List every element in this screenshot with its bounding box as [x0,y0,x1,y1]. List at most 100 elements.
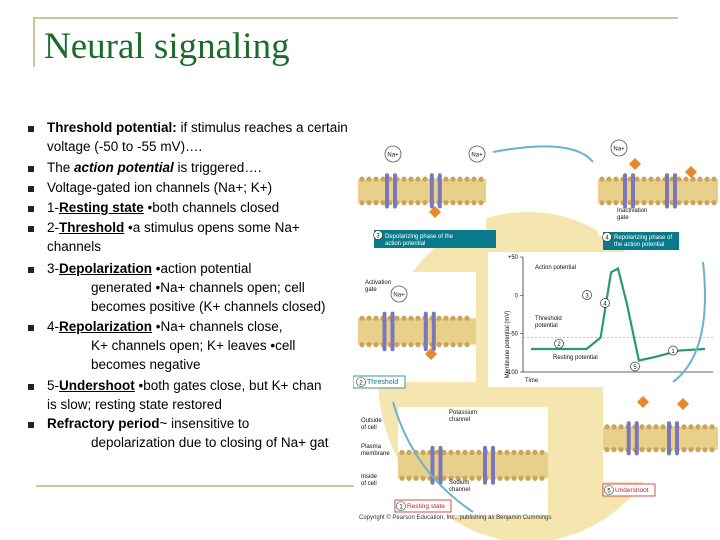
y-axis-label: Membrane potential (mV) [505,311,511,379]
text-run: 2- [47,220,60,235]
resting-tag: Resting state [407,503,445,510]
channel [431,311,436,352]
lipid-head [401,315,407,321]
bullet-marker [28,186,34,192]
lipid-head [366,176,372,182]
lipid-head [457,342,463,348]
panel-resting [398,407,548,515]
lipid-head [646,424,652,430]
panel-depolarizing [358,138,486,236]
cycle-arrow [672,261,706,383]
text-run: generated •Na+ channels open; cell [91,280,305,296]
lipid-head [448,475,454,481]
lipid-head [462,475,468,481]
bullet-line: voltage (-50 to -55 mV)…. [47,138,202,156]
channel [437,173,442,209]
membrane-trace [531,266,706,362]
y-tick-label: –100 [505,370,519,376]
lipid-head [380,200,386,206]
inside-cell-label: of cell [361,481,377,487]
lipid-head [704,200,710,206]
text-run: K+ channels open; K+ leaves •cell [91,338,296,354]
lipid-head [359,200,365,206]
lipid-head [422,200,428,206]
lipid-head [422,176,428,182]
step-number: 5 [633,365,637,371]
lipid-head [420,449,426,455]
lipid-head [450,315,456,321]
text-run: Resting state [59,200,144,215]
step-number: 5 [607,489,611,495]
x-axis-label: Time [525,378,539,384]
lipid-head [373,342,379,348]
step-marker [373,230,383,240]
lipid-head [695,424,701,430]
potassium-ion [637,396,649,408]
cycle-arrow [492,145,594,163]
channel [623,173,627,209]
lipid-head [366,200,372,206]
step-marker [582,290,592,300]
step-marker [554,338,564,349]
channel [626,421,631,456]
lipid-head [441,449,447,455]
lipid-head [688,447,694,453]
phospholipid-layer [603,426,718,450]
lipid-head [683,176,689,182]
lipid-head [413,475,419,481]
lipid-head [648,200,654,206]
lipid-head [399,475,405,481]
lipid-head [436,342,442,348]
bullet-marker [28,384,34,390]
text-run: •action potential [152,261,252,276]
step-number: 4 [605,236,609,242]
left-rule [33,17,35,67]
lipid-head [641,200,647,206]
lipid-head [613,176,619,182]
sodium-ion-label: Na+ [613,147,625,153]
lipid-head [611,447,617,453]
lipid-head [525,449,531,455]
activation-gate-label: gate [365,287,377,293]
channel [631,173,635,209]
text-run: 5- [47,378,60,393]
lipid-head [420,475,426,481]
potassium-ion [629,158,641,170]
lipid-head [448,449,454,455]
repol-tag: the action potential [614,242,664,248]
sodium-channel-label: channel [449,487,470,493]
channel [393,173,397,209]
lipid-head [518,475,524,481]
text-run: Threshold [59,220,125,235]
lipid-head [455,475,461,481]
bullet-marker [28,325,34,331]
channel [673,173,677,209]
lipid-head [478,200,484,206]
potassium-ion [685,166,697,178]
bullet-line: becomes positive (K+ channels closed) [91,298,326,316]
lipid-head [688,424,694,430]
lipid-head [443,200,449,206]
lipid-head [450,176,456,182]
lipid-head [532,475,538,481]
lipid-head [380,176,386,182]
lipid-head [359,342,365,348]
lipid-head [504,449,510,455]
y-tick-label: 0 [515,293,519,299]
lipid-head [504,475,510,481]
lipid-head [497,449,503,455]
channel [429,173,434,209]
lipid-head [478,176,484,182]
undershoot-tag-bg [602,483,656,497]
text-run: 1- [47,200,60,215]
text-run: depolarization due to closing of Na+ gat [91,435,329,451]
lipid-head [464,200,470,206]
step-number: 2 [557,342,561,348]
sodium-ion [610,139,628,157]
step-number: 3 [585,294,589,300]
lipid-head [401,176,407,182]
lipid-head [464,342,470,348]
lipid-head [697,200,703,206]
text-run: voltage (-50 to -55 mV)…. [47,139,203,155]
